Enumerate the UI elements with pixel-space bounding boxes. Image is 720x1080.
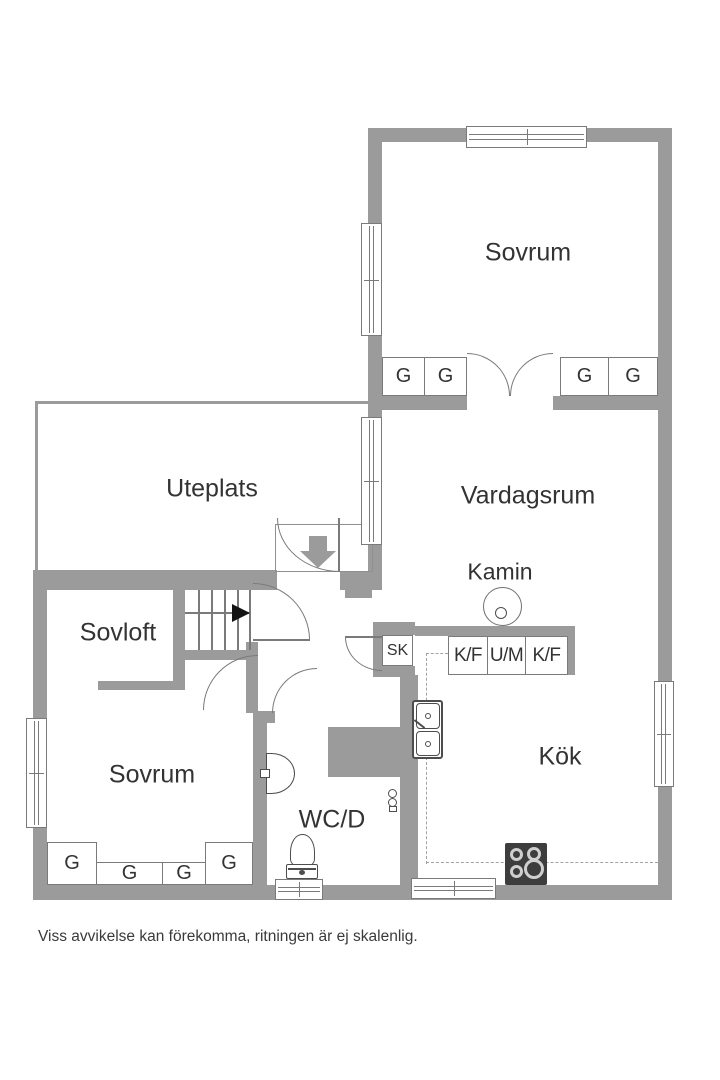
- stairs-direction-arrow-icon: [232, 604, 250, 622]
- wall-wc-top-nub: [253, 711, 275, 723]
- window-bottom-bedroom-west: [26, 718, 47, 828]
- window-kitchen-east: [654, 681, 674, 787]
- wardrobe-bottom-2: G: [96, 862, 163, 885]
- wardrobe-bottom-1: G: [47, 842, 97, 885]
- wall-stair-bottom: [185, 650, 257, 660]
- wall-top-bedroom-bottom-left: [368, 396, 467, 410]
- stove-burner-4: [524, 859, 544, 879]
- double-door-left-arc: [467, 353, 510, 396]
- wardrobe-label: G: [395, 365, 412, 387]
- wardrobe-label: G: [221, 852, 237, 874]
- kitchen-sink-drain-top: [425, 713, 431, 719]
- patio-outline-left: [35, 401, 38, 572]
- wc-door-arc: [272, 668, 317, 713]
- appliance-oven-microwave: U/M: [487, 636, 526, 675]
- stairs-tread-2: [211, 590, 213, 650]
- patio-outline-top: [35, 401, 368, 404]
- wardrobe-top-right-2: G: [608, 357, 658, 396]
- wall-wc-left: [253, 711, 267, 885]
- stairs-tread-1: [198, 590, 200, 650]
- wall-sovloft-stub: [98, 681, 185, 690]
- double-door-right-arc: [510, 353, 553, 396]
- room-label-wcd: WC/D: [298, 805, 366, 834]
- wall-sk-niche-top: [373, 622, 415, 635]
- toilet-button-icon: [299, 870, 305, 875]
- stair-hall-door-leaf: [253, 639, 310, 641]
- wardrobe-top-left-1: G: [382, 357, 425, 396]
- shower-mixer-icon: [388, 789, 397, 798]
- room-label-sovrum-bottom: Sovrum: [108, 760, 196, 789]
- wardrobe-top-right-1: G: [560, 357, 609, 396]
- sk-closet-door-arc: [345, 637, 382, 671]
- window-livingroom-west: [361, 417, 382, 545]
- sk-closet-door-leaf: [345, 636, 382, 638]
- stairs-center-line: [185, 612, 249, 614]
- wardrobe-label: G: [437, 365, 454, 387]
- wardrobe-bottom-3: G: [162, 862, 206, 885]
- stair-hall-door-arc: [253, 583, 310, 640]
- wall-bottom-exterior: [33, 885, 672, 900]
- room-label-vardagsrum: Vardagsrum: [460, 481, 596, 510]
- fireplace-icon: [483, 587, 522, 626]
- fireplace-flue-icon: [495, 607, 507, 619]
- wall-kitchen-top: [415, 626, 575, 636]
- appliance-fridge-freezer-left: K/F: [448, 636, 488, 675]
- entrance-arrow-icon: [309, 536, 327, 552]
- window-top-bedroom-west: [361, 223, 382, 336]
- appliance-label: U/M: [489, 644, 524, 666]
- room-label-sovloft: Sovloft: [79, 618, 157, 647]
- window-wc-south: [275, 879, 323, 900]
- disclaimer-text: Viss avvikelse kan förekomma, ritningen …: [38, 928, 418, 945]
- room-label-sovrum-top: Sovrum: [484, 238, 572, 267]
- shower-mixer-base: [389, 806, 397, 812]
- wardrobe-label: G: [625, 365, 641, 387]
- window-kitchen-south: [411, 878, 496, 899]
- bottom-bedroom-door-arc: [203, 655, 258, 710]
- wall-middle: [33, 570, 277, 590]
- entrance-arrow-icon-head: [300, 551, 336, 568]
- wardrobe-label: G: [576, 365, 593, 387]
- wall-stair-left: [173, 590, 185, 690]
- window-top-bedroom-north: [466, 126, 587, 148]
- entrance-door-leaf: [338, 518, 340, 572]
- sk-closet: SK: [382, 635, 413, 666]
- appliance-label: K/F: [453, 644, 483, 666]
- counter-dashed-line-top: [426, 653, 448, 654]
- wc-basin-icon: [266, 753, 295, 794]
- wardrobe-label: G: [176, 862, 192, 884]
- wall-entrance-step: [345, 590, 372, 598]
- toilet-tank-line: [288, 868, 316, 870]
- wall-entrance-side: [340, 572, 382, 590]
- wardrobe-label: G: [121, 862, 138, 884]
- appliance-label: K/F: [532, 644, 561, 666]
- stairs-tread-3: [224, 590, 226, 650]
- stove-burner-1: [510, 848, 523, 861]
- kitchen-sink-drain-bottom: [425, 741, 431, 747]
- wardrobe-bottom-4: G: [205, 842, 253, 885]
- stove-burner-3: [510, 865, 523, 878]
- wall-top-bedroom-bottom-right: [553, 396, 672, 410]
- wardrobe-top-left-2: G: [424, 357, 467, 396]
- toilet-bowl-icon: [290, 834, 315, 867]
- wall-cabinet-cap: [567, 626, 575, 675]
- appliance-fridge-freezer-right: K/F: [525, 636, 568, 675]
- room-label-kok: Kök: [538, 742, 582, 771]
- sk-closet-label: SK: [386, 641, 409, 659]
- wc-basin-tap: [260, 769, 270, 778]
- wardrobe-label: G: [64, 852, 80, 874]
- wall-chimney-block: [328, 727, 402, 777]
- fireplace-label: Kamin: [467, 558, 533, 585]
- wall-sk-niche-bottom: [373, 666, 415, 677]
- room-label-uteplats: Uteplats: [166, 474, 258, 503]
